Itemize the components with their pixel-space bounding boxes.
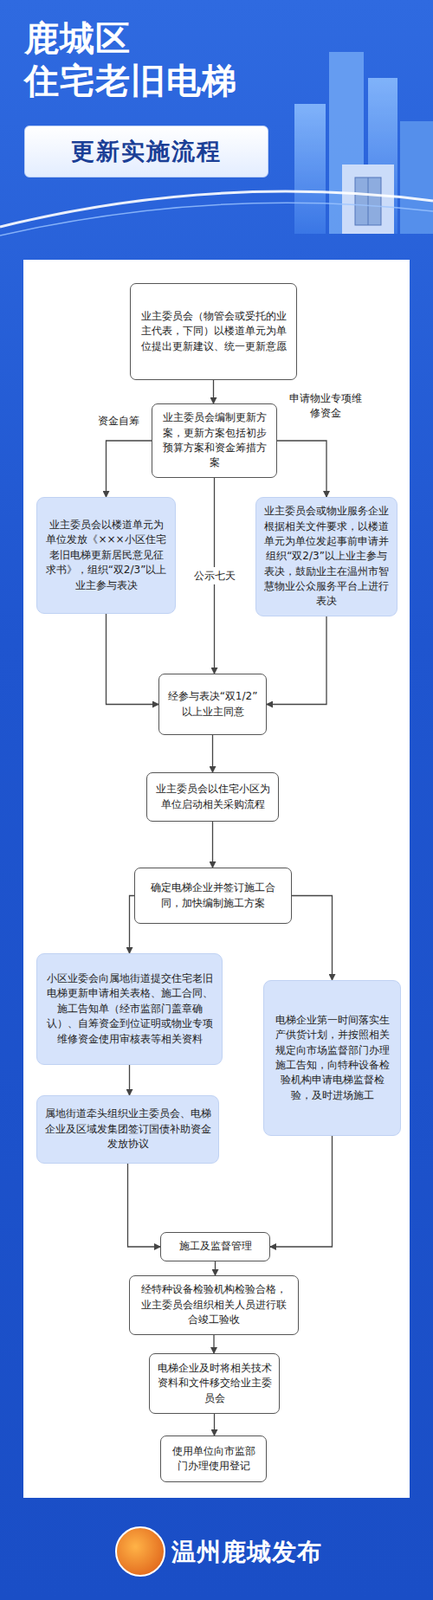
flow-arrow (277, 440, 327, 498)
process-box: 业主委员会（物管会或受托的业主代表，下同）以楼道单元为单位提出更新建议、统一更新… (129, 283, 298, 381)
flow-arrow (213, 1414, 215, 1436)
flow-arrow (266, 616, 327, 705)
branch-box: 属地街道牵头组织业主委员会、电梯企业及区域发集团签订国债补助资金发放协议 (36, 1095, 220, 1164)
box-text: 业主委员会以楼道单元为单位发放《×××小区住宅老旧电梯更新居民意见征求书》，组织… (44, 517, 169, 594)
buildings (294, 51, 433, 234)
flow-arrow (106, 613, 160, 705)
edge-label: 公示七天 (192, 567, 238, 586)
box-text: 电梯企业第一时间落实生产供货计划，并按照相关规定向市场监督部门办理施工告知，向特… (271, 1013, 394, 1104)
box-text: 经参与表决“双1/2”以上业主同意 (166, 689, 259, 720)
brand-name: 温州鹿城发布 (171, 1536, 323, 1570)
box-text: 业主委员会（物管会或受托的业主代表，下同）以楼道单元为单位提出更新建议、统一更新… (137, 309, 290, 355)
process-box: 施工及监督管理 (160, 1232, 271, 1262)
edge-label: 资金自筹 (88, 413, 149, 429)
box-text: 使用单位向市监部门办理使用登记 (168, 1444, 259, 1475)
logo-circle (116, 1527, 165, 1577)
box-text: 经特种设备检验机构检验合格，业主委员会组织相关人员进行联合竣工验收 (136, 1282, 291, 1328)
header-curve (0, 191, 433, 227)
box-text: 确定电梯企业并签订施工合同，加快编制施工方案 (142, 880, 285, 912)
edge-label: 申请物业专项维修资金 (287, 391, 364, 421)
subtitle-box: 更新实施流程 (24, 125, 269, 178)
process-box: 电梯企业及时将相关技术资料和文件移交给业主委员会 (148, 1353, 280, 1415)
header-curve (0, 202, 433, 236)
branch-box: 电梯企业第一时间落实生产供货计划，并按照相关规定向市场监督部门办理施工告知，向特… (263, 980, 401, 1137)
branch-box: 业主委员会或物业服务企业根据相关文件要求，以楼道单元为单位发起事前申请并组织“双… (255, 497, 398, 617)
branch-box: 业主委员会以楼道单元为单位发放《×××小区住宅老旧电梯更新居民意见征求书》，组织… (36, 497, 176, 614)
flow-arrow (291, 896, 333, 982)
flow-arrow (128, 1163, 162, 1248)
process-box: 业主委员会编制更新方案，更新方案包括初步预算方案和资金筹措方案 (151, 403, 278, 479)
flow-arrow (213, 1335, 214, 1354)
box-text: 更新实施流程 (71, 134, 222, 169)
box-text: 小区业委会向属地街道提交住宅老旧电梯更新申请相关表格、施工合同、施工告知单（经市… (44, 971, 215, 1047)
flow-arrow (212, 821, 214, 868)
process-box: 业主委员会以住宅小区为单位启动相关采购流程 (146, 772, 279, 822)
branch-box: 小区业委会向属地街道提交住宅老旧电梯更新申请相关表格、施工合同、施工告知单（经市… (36, 953, 223, 1066)
process-box: 经参与表决“双1/2”以上业主同意 (158, 673, 267, 736)
box-text: 业主委员会以住宅小区为单位启动相关采购流程 (154, 781, 272, 813)
box-text: 属地街道牵头组织业主委员会、电梯企业及区域发集团签订国债补助资金发放协议 (44, 1106, 212, 1152)
process-box: 使用单位向市监部门办理使用登记 (160, 1435, 267, 1483)
box-text: 业主委员会或物业服务企业根据相关文件要求，以楼道单元为单位发起事前申请并组织“双… (263, 504, 390, 610)
flow-arrow (270, 1136, 333, 1248)
flow-arrow (214, 1261, 216, 1276)
process-box: 经特种设备检验机构检验合格，业主委员会组织相关人员进行联合竣工验收 (129, 1275, 299, 1336)
box-text: 电梯企业及时将相关技术资料和文件移交给业主委员会 (156, 1361, 272, 1407)
process-box: 确定电梯企业并签订施工合同，加快编制施工方案 (134, 867, 292, 925)
box-text: 业主委员会编制更新方案，更新方案包括初步预算方案和资金筹措方案 (159, 410, 270, 472)
flow-arrow (213, 380, 214, 404)
flow-arrow (129, 1065, 130, 1096)
flow-arrow (212, 735, 214, 773)
title: 鹿城区 住宅老旧电梯 (24, 17, 250, 103)
box-text: 施工及监督管理 (179, 1239, 253, 1254)
flow-arrow (106, 440, 153, 498)
